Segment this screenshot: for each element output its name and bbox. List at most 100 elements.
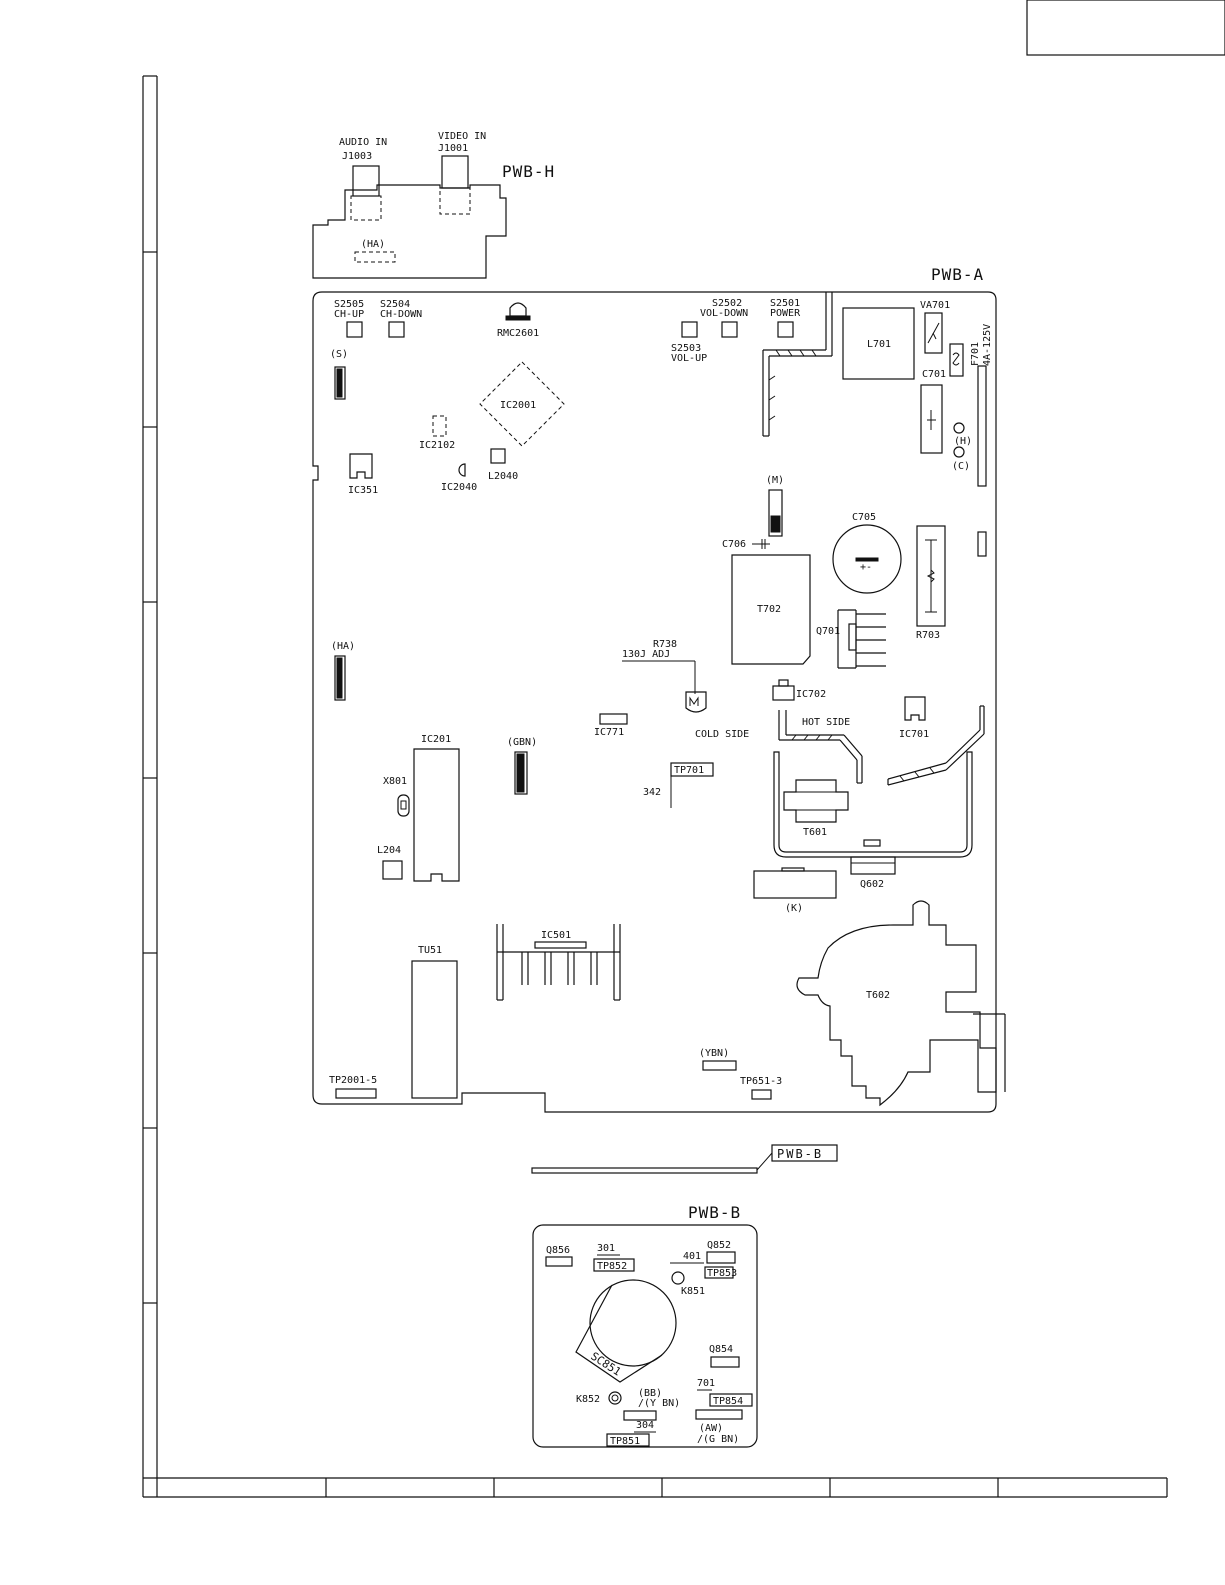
- gbn-connector-label: (GBN): [507, 737, 537, 748]
- ic701-chip: [904, 696, 926, 721]
- l701-coil: [842, 307, 915, 380]
- ha-connector-label-a: (HA): [331, 641, 355, 652]
- ch-down-label: CH-DOWN: [380, 309, 422, 320]
- s2505-label: S2505: [334, 299, 364, 310]
- ic2040-label: IC2040: [441, 482, 477, 493]
- l2040-label: L2040: [488, 471, 518, 482]
- k-connector-label: (K): [785, 903, 803, 914]
- t602-flyback: [796, 900, 997, 1107]
- s2503-switch: [681, 321, 698, 338]
- tp2001-testpoint: [335, 1088, 377, 1099]
- ic701-heatsink: [887, 705, 985, 786]
- ic201-label: IC201: [421, 734, 451, 745]
- t601-transformer: [783, 779, 849, 823]
- t601-label: T601: [803, 827, 827, 838]
- s2502-switch: [721, 321, 738, 338]
- ic2102-label: IC2102: [419, 440, 455, 451]
- q701-heatsink: [837, 609, 886, 669]
- aw-connector-label: (AW): [699, 1423, 723, 1434]
- aw-connector: [695, 1409, 743, 1420]
- l204-label: L204: [377, 845, 401, 856]
- q852-label: Q852: [707, 1240, 731, 1251]
- j1003-label: J1003: [342, 151, 372, 162]
- c-connector-label: (C): [952, 461, 970, 472]
- v401-label: 401: [683, 1251, 701, 1262]
- m-connector-label: (M): [766, 475, 784, 486]
- ic501-chip: [534, 941, 587, 949]
- tp651-label: TP651-3: [740, 1076, 782, 1087]
- s-connector-label: (S): [330, 349, 348, 360]
- s2501-switch: [777, 321, 794, 338]
- vol-up-label: VOL-UP: [671, 353, 707, 364]
- f701-label: F701: [970, 342, 981, 366]
- c706-label: C706: [722, 539, 746, 550]
- tp854-label: TP854: [713, 1396, 743, 1407]
- h-connector-label: (H): [954, 436, 972, 447]
- hot-side-label: HOT SIDE: [802, 717, 850, 728]
- f701-rating-label: 4A-125V: [982, 324, 993, 366]
- hot-side-heatsink: [778, 710, 863, 784]
- j1001-label: J1001: [438, 143, 468, 154]
- vol-down-label: VOL-DOWN: [700, 308, 748, 319]
- audio-in-jack: [352, 165, 380, 197]
- k852-terminal: [608, 1391, 622, 1405]
- r738-label: R738: [653, 639, 677, 650]
- tp851-testpoint: [606, 1433, 650, 1447]
- s2505-switch: [346, 321, 363, 338]
- power-label: POWER: [770, 308, 801, 319]
- ic351-chip: [349, 453, 373, 479]
- v301-label: 301: [597, 1243, 615, 1254]
- q602-transistor: [850, 856, 896, 875]
- l701-label: L701: [867, 339, 891, 350]
- va701-varistor: [924, 312, 943, 354]
- page-number-box: [1026, 0, 1225, 56]
- ic771-chip: [599, 713, 628, 725]
- q852-transistor: [706, 1251, 736, 1264]
- gbn-connector: [514, 751, 528, 795]
- va701-label: VA701: [920, 300, 950, 311]
- f701-fuse: [949, 343, 964, 377]
- t702-transformer: [731, 554, 811, 665]
- tp854-testpoint: [709, 1393, 753, 1407]
- s2503-label: S2503: [671, 343, 701, 354]
- ha-label: (HA): [361, 239, 385, 250]
- q602-label: Q602: [860, 879, 884, 890]
- video-in-label: VIDEO IN: [438, 131, 486, 142]
- ic2040-chip: [458, 463, 466, 477]
- ic702-label: IC702: [796, 689, 826, 700]
- tu51-tuner: [411, 960, 458, 1099]
- rmc2601-label: RMC2601: [497, 328, 539, 339]
- ic702-chip: [772, 685, 795, 701]
- ic2001-chip: [479, 361, 565, 447]
- pwb-b-tag-label: PWB-B: [777, 1147, 823, 1161]
- pwb-b-side-view: PWB-B: [531, 1144, 838, 1174]
- ic2001-label: IC2001: [500, 400, 536, 411]
- r703-resistor: [916, 525, 946, 627]
- ic2102-chip: [432, 415, 447, 437]
- k851-label: K851: [681, 1286, 705, 1297]
- pwb-b-title: PWB-B: [688, 1203, 741, 1222]
- sheet-frame: [142, 0, 1225, 1498]
- c705-capacitor: [832, 524, 902, 594]
- r738-adj-label: 130J ADJ: [622, 649, 670, 660]
- pwb-b-board: PWB-B Q856 301 TP852 Q852 401 TP853 K851…: [532, 1203, 758, 1448]
- tu51-label: TU51: [418, 945, 442, 956]
- x801-label: X801: [383, 776, 407, 787]
- ic501-label: IC501: [541, 930, 571, 941]
- tp853-testpoint: [704, 1266, 734, 1279]
- svg-text:+-: +-: [860, 562, 872, 573]
- k852-label: K852: [576, 1394, 600, 1405]
- s2504-switch: [388, 321, 405, 338]
- ybn-connector-label-b: /(Y BN): [638, 1398, 680, 1409]
- q854-transistor: [710, 1356, 740, 1368]
- q856-label: Q856: [546, 1245, 570, 1256]
- ha-connector-a: [334, 655, 346, 701]
- k851-terminal: [671, 1271, 685, 1285]
- tp852-label: TP852: [597, 1261, 627, 1272]
- tp851-label: TP851: [610, 1436, 640, 1447]
- tp853-label: TP853: [707, 1268, 737, 1279]
- pwb-h-board: AUDIO IN J1003 VIDEO IN J1001 (HA) PWB-H: [312, 131, 554, 279]
- v304-label: 304: [636, 1420, 654, 1431]
- tp701-value-label: 342: [643, 787, 661, 798]
